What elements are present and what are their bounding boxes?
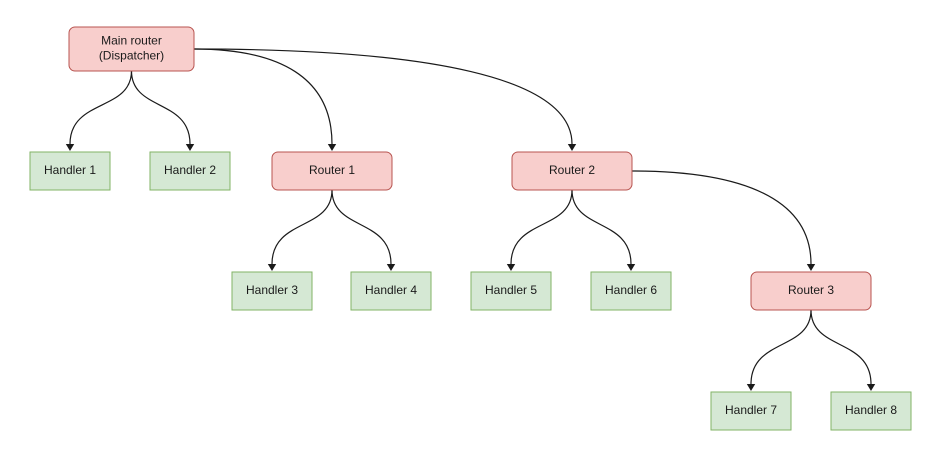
edge-e-r2-h5[interactable] bbox=[506, 189, 573, 271]
node-label-handler-5: Handler 5 bbox=[485, 283, 537, 297]
node-label-router-3: Router 3 bbox=[788, 283, 834, 297]
node-box-router-2[interactable] bbox=[511, 151, 633, 191]
node-label-main-router: (Dispatcher) bbox=[99, 49, 164, 63]
arrowhead-icon-e-main-r2 bbox=[567, 144, 577, 151]
node-label-handler-6: Handler 6 bbox=[605, 283, 657, 297]
arrowhead-icon-e-main-h1 bbox=[65, 144, 75, 151]
edge-e-r1-h4[interactable] bbox=[331, 189, 396, 271]
edge-line-e-r2-r3[interactable] bbox=[631, 170, 812, 265]
node-label-router-2: Router 2 bbox=[549, 163, 595, 177]
node-box-handler-8[interactable] bbox=[830, 391, 912, 431]
edge-line-e-r1-h3[interactable] bbox=[271, 189, 333, 265]
edge-e-r3-h8[interactable] bbox=[810, 309, 876, 391]
arrowhead-icon-e-r2-h5 bbox=[506, 264, 516, 271]
node-label-handler-7: Handler 7 bbox=[725, 403, 777, 417]
node-handler-7[interactable]: Handler 7 bbox=[710, 391, 792, 431]
edge-line-e-r1-h4[interactable] bbox=[331, 189, 392, 265]
edge-line-e-main-h1[interactable] bbox=[69, 70, 133, 145]
node-label-handler-8: Handler 8 bbox=[845, 403, 897, 417]
node-box-handler-5[interactable] bbox=[470, 271, 552, 311]
arrowhead-icon-e-r3-h7 bbox=[746, 384, 756, 391]
node-handler-1[interactable]: Handler 1 bbox=[29, 151, 111, 191]
edge-e-main-h2[interactable] bbox=[130, 70, 195, 151]
node-handler-4[interactable]: Handler 4 bbox=[350, 271, 432, 311]
node-box-handler-7[interactable] bbox=[710, 391, 792, 431]
node-box-router-1[interactable] bbox=[271, 151, 393, 191]
node-handler-3[interactable]: Handler 3 bbox=[231, 271, 313, 311]
edge-line-e-r3-h7[interactable] bbox=[750, 309, 812, 385]
edge-line-e-main-r1[interactable] bbox=[193, 48, 333, 145]
arrowhead-icon-e-main-r1 bbox=[327, 144, 337, 151]
node-label-handler-1: Handler 1 bbox=[44, 163, 96, 177]
node-label-main-router: Main router bbox=[101, 34, 162, 48]
node-handler-6[interactable]: Handler 6 bbox=[590, 271, 672, 311]
node-box-handler-3[interactable] bbox=[231, 271, 313, 311]
arrowhead-icon-e-r1-h4 bbox=[386, 264, 396, 271]
edge-line-e-r2-h6[interactable] bbox=[571, 189, 632, 265]
node-box-main-router[interactable] bbox=[68, 26, 195, 72]
edge-e-main-r1[interactable] bbox=[193, 48, 337, 151]
node-layer: Main router(Dispatcher) Handler 1 Handler … bbox=[29, 26, 912, 431]
node-handler-8[interactable]: Handler 8 bbox=[830, 391, 912, 431]
edge-line-e-main-r2[interactable] bbox=[193, 48, 573, 145]
edge-e-r3-h7[interactable] bbox=[746, 309, 812, 391]
node-box-handler-2[interactable] bbox=[149, 151, 231, 191]
edge-line-e-r2-h5[interactable] bbox=[510, 189, 573, 265]
arrowhead-icon-e-r3-h8 bbox=[866, 384, 876, 391]
edge-e-main-r2[interactable] bbox=[193, 48, 577, 151]
node-box-router-3[interactable] bbox=[750, 271, 872, 311]
edge-e-r2-h6[interactable] bbox=[571, 189, 636, 271]
node-box-handler-4[interactable] bbox=[350, 271, 432, 311]
node-box-handler-1[interactable] bbox=[29, 151, 111, 191]
node-label-handler-3: Handler 3 bbox=[246, 283, 298, 297]
edge-line-e-main-h2[interactable] bbox=[130, 70, 191, 145]
node-label-handler-2: Handler 2 bbox=[164, 163, 216, 177]
edge-e-main-h1[interactable] bbox=[65, 70, 133, 151]
node-router-1[interactable]: Router 1 bbox=[271, 151, 393, 191]
arrowhead-icon-e-r2-r3 bbox=[806, 264, 816, 271]
node-router-3[interactable]: Router 3 bbox=[750, 271, 872, 311]
node-handler-2[interactable]: Handler 2 bbox=[149, 151, 231, 191]
node-label-router-1: Router 1 bbox=[309, 163, 355, 177]
node-router-2[interactable]: Router 2 bbox=[511, 151, 633, 191]
edge-line-e-r3-h8[interactable] bbox=[810, 309, 872, 385]
node-box-handler-6[interactable] bbox=[590, 271, 672, 311]
arrowhead-icon-e-r1-h3 bbox=[267, 264, 277, 271]
edge-layer bbox=[65, 48, 876, 391]
edge-e-r1-h3[interactable] bbox=[267, 189, 333, 271]
node-handler-5[interactable]: Handler 5 bbox=[470, 271, 552, 311]
arrowhead-icon-e-r2-h6 bbox=[626, 264, 636, 271]
arrowhead-icon-e-main-h2 bbox=[185, 144, 195, 151]
node-label-handler-4: Handler 4 bbox=[365, 283, 417, 297]
edge-e-r2-r3[interactable] bbox=[631, 170, 816, 271]
node-main-router[interactable]: Main router(Dispatcher) bbox=[68, 26, 195, 72]
